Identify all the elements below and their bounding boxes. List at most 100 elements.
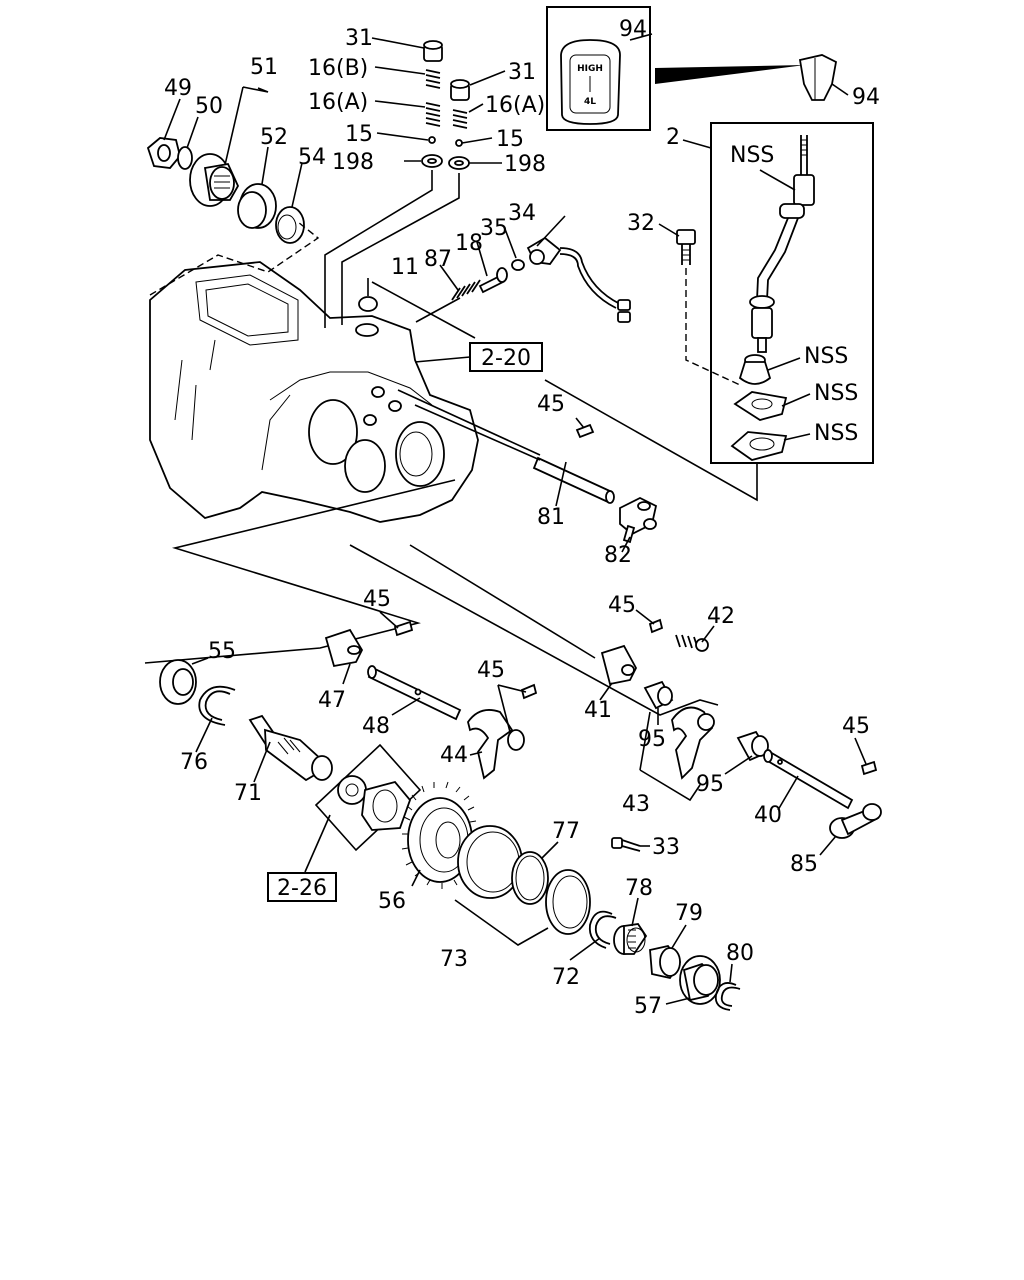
callout-198: 198 <box>332 150 374 175</box>
callout-42: 42 <box>707 604 735 629</box>
callout-48: 48 <box>362 714 390 739</box>
callout-49: 49 <box>164 76 192 101</box>
callout-nss: NSS <box>814 381 858 406</box>
callout-45: 45 <box>537 392 565 417</box>
hub-sleeve-group-2-26 <box>304 743 422 873</box>
callout-nss: NSS <box>814 421 858 446</box>
detent-spring-16a-right <box>452 109 468 129</box>
callout-44: 44 <box>440 743 468 768</box>
shift-rod-81 <box>532 456 614 504</box>
callout-55: 55 <box>208 639 236 664</box>
callout-40: 40 <box>754 803 782 828</box>
washer-198-left <box>421 154 443 168</box>
shift-rod-48 <box>367 665 462 721</box>
transfer-case-housing <box>149 261 479 523</box>
callout-45: 45 <box>842 714 870 739</box>
callout-45: 45 <box>363 587 391 612</box>
needle-bearing-78 <box>613 923 648 955</box>
callout-56: 56 <box>378 889 406 914</box>
shift-block-47 <box>324 628 364 668</box>
callout-labels: 31 16(B) 16(A) 15 198 31 16(A) 15 198 49… <box>164 17 880 1019</box>
callout-94: 94 <box>619 17 647 42</box>
callout-77: 77 <box>552 819 580 844</box>
detent-leader-lines <box>324 170 460 328</box>
callout-71: 71 <box>234 781 262 806</box>
callout-31: 31 <box>345 26 373 51</box>
roll-pin-45-upper <box>575 423 595 439</box>
reference-box-2-20: 2-20 <box>414 342 543 372</box>
spacer-79 <box>649 944 682 980</box>
callout-51: 51 <box>250 55 278 80</box>
callout-nss: NSS <box>730 143 774 168</box>
callout-94: 94 <box>852 85 880 110</box>
detent-ball-15-left <box>428 136 436 144</box>
detent-plug-31-left <box>423 40 443 62</box>
lever-plate-nss <box>733 391 788 421</box>
washer-73-bracket <box>454 899 549 946</box>
callout-54: 54 <box>298 145 326 170</box>
lever-assembly-box <box>710 122 874 464</box>
shift-fork-44 <box>467 709 525 780</box>
seal-11 <box>358 296 378 312</box>
switch-34 <box>526 236 631 323</box>
shift-block-41 <box>600 644 638 686</box>
callout-76: 76 <box>180 750 208 775</box>
o-ring-50 <box>177 146 193 170</box>
lock-nut-49 <box>146 137 181 169</box>
callout-82: 82 <box>604 543 632 568</box>
callout-73: 73 <box>440 947 468 972</box>
center-assembly-line-a <box>144 479 456 664</box>
roll-pin-45-e <box>860 760 878 776</box>
lever-boot-nss <box>738 354 772 385</box>
callout-31: 31 <box>508 60 536 85</box>
callout-11: 11 <box>391 255 419 280</box>
snap-ring-76 <box>198 685 236 726</box>
gear-56 <box>401 781 477 889</box>
callout-15: 15 <box>496 127 524 152</box>
knob-label-high: HIGH <box>577 64 603 74</box>
callout-198: 198 <box>504 152 546 177</box>
detent-spring-16b <box>425 69 441 89</box>
shift-block-82 <box>619 496 658 544</box>
callout-87: 87 <box>424 247 452 272</box>
bolt-32 <box>676 229 696 265</box>
washer-35 <box>511 259 525 271</box>
washer-198-right <box>448 156 470 170</box>
detail-pointer <box>655 65 805 84</box>
snap-ring-54 <box>275 206 305 244</box>
callout-79: 79 <box>675 901 703 926</box>
spring-87 <box>451 279 481 301</box>
callout-95: 95 <box>696 772 724 797</box>
leader-lines <box>163 33 867 1005</box>
detent-spring-16a-left <box>425 102 441 127</box>
callout-41: 41 <box>584 698 612 723</box>
bearing-57 <box>679 955 721 1005</box>
bushing-95-upper <box>643 680 674 710</box>
seal-leader-lines <box>367 278 476 339</box>
callout-34: 34 <box>508 201 536 226</box>
knob-detail-inset: HIGH 4L <box>546 6 805 131</box>
callout-16b: 16(B) <box>308 56 368 81</box>
center-assembly-line-b <box>349 544 719 716</box>
callout-2: 2 <box>666 125 680 150</box>
flange-assembly-line <box>149 221 320 296</box>
callout-32: 32 <box>627 211 655 236</box>
knob-label-4l: 4L <box>584 97 596 107</box>
ref-2-20-text: 2-20 <box>481 346 531 371</box>
reference-box-2-26: 2-26 <box>267 872 337 902</box>
spring-42 <box>675 634 709 652</box>
ref-2-26-text: 2-26 <box>277 876 327 901</box>
callout-80: 80 <box>726 941 754 966</box>
callout-33: 33 <box>652 835 680 860</box>
pin-18 <box>478 267 508 294</box>
detent-plug-31-right <box>450 79 470 101</box>
callout-nss: NSS <box>804 344 848 369</box>
callout-52: 52 <box>260 125 288 150</box>
callout-45: 45 <box>477 658 505 683</box>
callout-85: 85 <box>790 852 818 877</box>
rod81-assembly-line <box>397 389 541 461</box>
callout-72: 72 <box>552 965 580 990</box>
fork-43-bracket <box>639 711 701 802</box>
bolt-33 <box>611 837 641 852</box>
callout-81: 81 <box>537 505 565 530</box>
